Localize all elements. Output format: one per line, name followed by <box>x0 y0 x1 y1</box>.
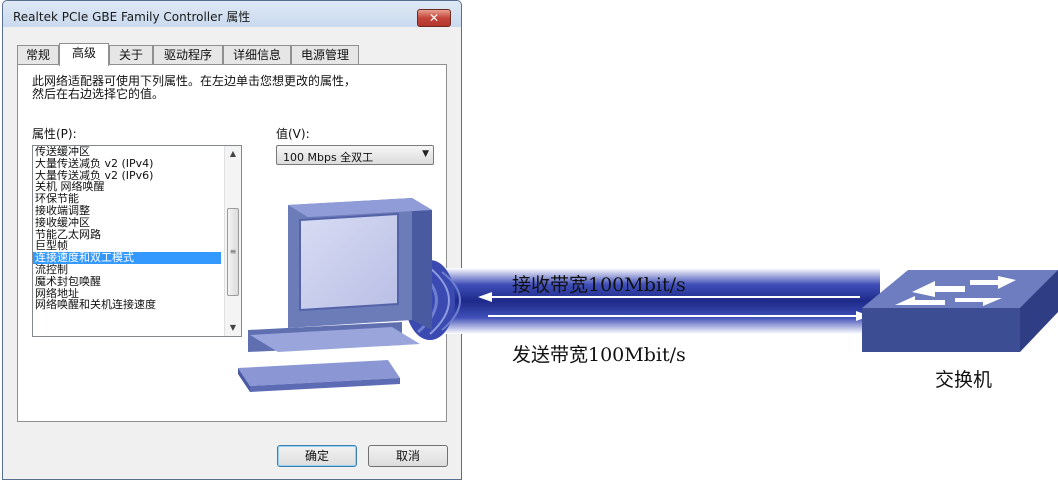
send-arrow <box>488 311 870 321</box>
properties-dialog: Realtek PCIe GBE Family Controller 属性 ✕ … <box>2 0 462 480</box>
tab-about[interactable]: 关于 <box>109 45 153 65</box>
close-icon: ✕ <box>428 11 440 25</box>
list-item[interactable]: 巨型帧 <box>35 240 68 253</box>
list-item[interactable]: 接收端调整 <box>35 204 90 217</box>
value-label: 值(V): <box>276 127 310 141</box>
list-item-selected[interactable]: 连接速度和双工模式 <box>33 252 221 264</box>
description-line-2: 然后在右边选择它的值。 <box>32 87 165 101</box>
scroll-thumb[interactable]: ≡ <box>227 208 239 296</box>
description-line-1: 此网络适配器可使用下列属性。在左边单击您想更改的属性， <box>32 74 357 88</box>
tab-general[interactable]: 常规 <box>17 45 59 65</box>
scroll-down-icon[interactable]: ▼ <box>229 323 237 332</box>
scroll-up-icon[interactable]: ▲ <box>229 149 237 158</box>
vertical-scrollbar[interactable]: ▲ ≡ ▼ <box>224 146 241 336</box>
value-dropdown[interactable]: 100 Mbps 全双工 ▼ <box>276 145 434 165</box>
list-item[interactable]: 传送缓冲区 <box>35 146 90 158</box>
list-item[interactable]: 环保节能 <box>35 193 79 205</box>
property-listbox[interactable]: 传送缓冲区 大量传送减负 v2 (IPv4) 大量传送减负 v2 (IPv6) … <box>32 145 242 337</box>
list-item[interactable]: 大量传送减负 v2 (IPv6) <box>35 169 154 182</box>
switch-icon <box>862 270 1058 352</box>
title-bar[interactable]: Realtek PCIe GBE Family Controller 属性 ✕ <box>3 1 461 27</box>
description-text: 此网络适配器可使用下列属性。在左边单击您想更改的属性， 然后在右边选择它的值。 <box>32 75 432 101</box>
list-item[interactable]: 魔术封包唤醒 <box>35 275 101 288</box>
list-item[interactable]: 大量传送减负 v2 (IPv4) <box>35 157 154 170</box>
list-item[interactable]: 节能乙太网路 <box>35 228 101 241</box>
send-bandwidth-label: 发送带宽100Mbit/s <box>512 344 686 366</box>
cancel-button[interactable]: 取消 <box>368 445 448 467</box>
list-item[interactable]: 关机 网络唤醒 <box>35 181 105 194</box>
list-item[interactable]: 网络唤醒和关机连接速度 <box>35 299 156 312</box>
tab-driver[interactable]: 驱动程序 <box>153 45 223 65</box>
dialog-client: 常规 高级 关于 驱动程序 详细信息 电源管理 此网络适配器可使用下列属性。在左… <box>9 31 455 473</box>
switch-label: 交换机 <box>935 369 993 391</box>
tab-advanced[interactable]: 高级 <box>59 43 109 66</box>
property-label: 属性(P): <box>32 127 77 141</box>
value-dropdown-text: 100 Mbps 全双工 <box>283 151 374 164</box>
close-button[interactable]: ✕ <box>417 9 451 27</box>
receive-bandwidth-label: 接收带宽100Mbit/s <box>512 274 686 296</box>
tab-power-management[interactable]: 电源管理 <box>291 45 359 65</box>
list-item[interactable]: 网络地址 <box>35 287 79 300</box>
advanced-tab-panel: 此网络适配器可使用下列属性。在左边单击您想更改的属性， 然后在右边选择它的值。 … <box>17 64 447 422</box>
tab-details[interactable]: 详细信息 <box>223 45 291 65</box>
ok-button[interactable]: 确定 <box>277 445 357 467</box>
chevron-down-icon: ▼ <box>422 149 429 159</box>
list-item[interactable]: 接收缓冲区 <box>35 216 90 229</box>
list-item[interactable]: 流控制 <box>35 263 68 276</box>
window-title: Realtek PCIe GBE Family Controller 属性 <box>13 10 251 24</box>
